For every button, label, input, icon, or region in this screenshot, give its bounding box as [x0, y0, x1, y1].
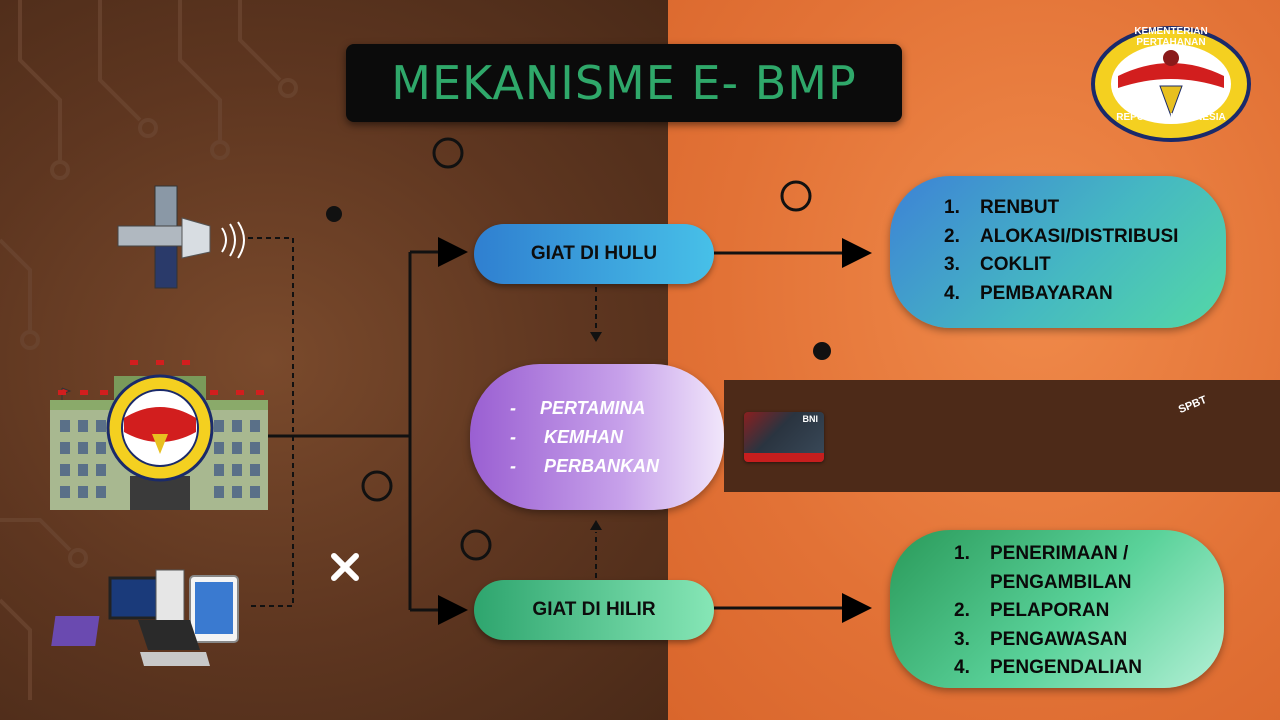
- circuit-decoration: [0, 0, 298, 700]
- emblem-top-text: KEMENTERIAN PERTAHANAN: [1134, 26, 1208, 48]
- hulu-node: GIAT DI HULU: [474, 224, 714, 284]
- bank-brand: BNI: [802, 414, 819, 424]
- hilir-label: GIAT DI HILIR: [532, 599, 656, 620]
- list-item: 4.PEMBAYARAN: [944, 282, 1113, 304]
- decor-cross: [331, 553, 359, 581]
- list-item: -PERTAMINA: [510, 398, 646, 418]
- title-banner: MEKANISME E- BMP: [346, 44, 902, 122]
- bank-card-icon: BNI: [744, 412, 824, 462]
- list-item: -KEMHAN: [510, 427, 623, 447]
- hilir-activities-list: 1.PENERIMAAN / PENGAMBILAN 2.PELAPORAN 3…: [954, 540, 1142, 683]
- list-item: PENGAMBILAN: [990, 571, 1132, 593]
- list-item: 2.PELAPORAN: [954, 600, 1110, 622]
- decor-ring: [460, 529, 492, 561]
- satellite-icon: [117, 185, 245, 289]
- page-title: MEKANISME E- BMP: [391, 56, 857, 110]
- dashed-link-satellite: [248, 237, 294, 607]
- decor-ring: [780, 180, 812, 212]
- list-item: 3.COKLIT: [944, 254, 1051, 276]
- decor-ring: [432, 137, 464, 169]
- hulu-activities-list: 1.RENBUT 2.ALOKASI/DISTRIBUSI 3.COKLIT 4…: [944, 194, 1178, 308]
- emblem-bottom-text: REPUBLIK INDONESIA: [1116, 112, 1226, 123]
- hilir-node: GIAT DI HILIR: [474, 580, 714, 640]
- decor-ring: [361, 470, 393, 502]
- list-item: 4.PENGENDALIAN: [954, 657, 1143, 679]
- decor-dot: [813, 342, 831, 360]
- decor-dot: [326, 206, 342, 222]
- computers-icon: [51, 569, 239, 666]
- hilir-activities-box: 1.PENERIMAAN / PENGAMBILAN 2.PELAPORAN 3…: [890, 530, 1224, 688]
- ministry-building-icon: [50, 360, 268, 510]
- list-item: -PERBANKAN: [510, 456, 660, 476]
- list-item: 1.RENBUT: [944, 197, 1060, 219]
- stakeholders-list: -PERTAMINA -KEMHAN -PERBANKAN: [510, 398, 659, 485]
- hulu-label: GIAT DI HULU: [530, 243, 658, 264]
- list-item: 1.PENERIMAAN /: [954, 543, 1129, 565]
- list-item: 3.PENGAWASAN: [954, 628, 1128, 650]
- hulu-activities-box: 1.RENBUT 2.ALOKASI/DISTRIBUSI 3.COKLIT 4…: [890, 176, 1226, 328]
- ministry-emblem-icon: [1091, 26, 1251, 142]
- list-item: 2.ALOKASI/DISTRIBUSI: [944, 225, 1179, 247]
- stakeholders-node: -PERTAMINA -KEMHAN -PERBANKAN: [470, 364, 724, 510]
